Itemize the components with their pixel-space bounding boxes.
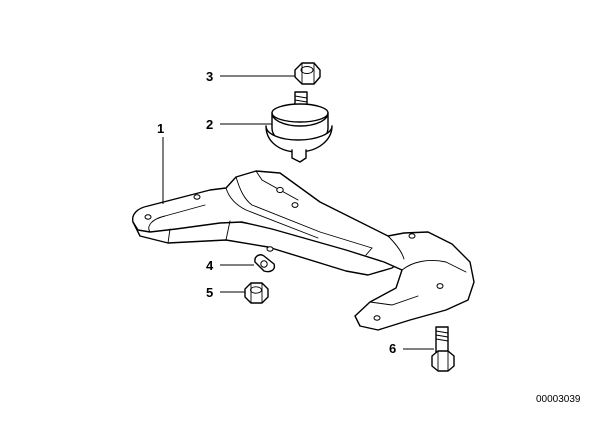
cone-washer — [254, 254, 276, 273]
callout-5: 5 — [206, 285, 213, 300]
callout-labels: 1 2 3 4 5 6 — [157, 69, 396, 356]
reference-number: 00003039 — [536, 394, 581, 405]
hex-nut-top — [294, 62, 321, 85]
callout-1: 1 — [157, 121, 164, 136]
hex-bolt — [431, 326, 455, 372]
callout-4: 4 — [206, 258, 214, 273]
rubber-mount — [265, 91, 333, 163]
leader-lines — [162, 75, 434, 350]
callout-2: 2 — [206, 117, 213, 132]
callout-6: 6 — [389, 341, 396, 356]
hex-nut-bottom — [244, 282, 269, 304]
callout-3: 3 — [206, 69, 213, 84]
crossmember-bracket — [131, 170, 475, 331]
